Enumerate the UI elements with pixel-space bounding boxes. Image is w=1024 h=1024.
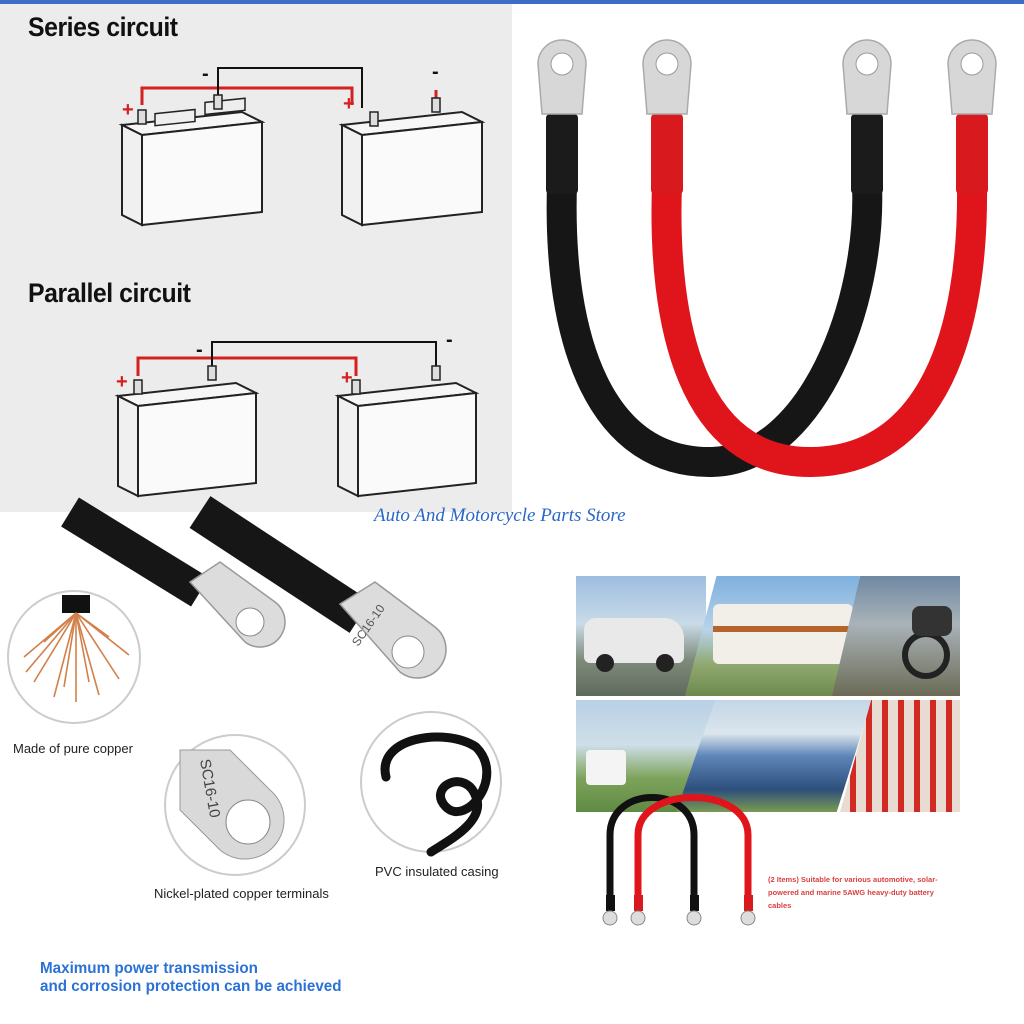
parallel-plus-left: + xyxy=(116,371,128,393)
pvc-casing-icon xyxy=(360,711,502,857)
series-plus-right: + xyxy=(343,93,355,115)
applications-note: (2 Items) Suitable for various automotiv… xyxy=(768,875,938,910)
black-sleeve-left xyxy=(546,114,578,194)
series-minus-left: - xyxy=(202,63,209,85)
parallel-battery-left xyxy=(114,365,260,498)
parallel-circuit-diagram: + - + - xyxy=(114,329,480,498)
series-circuit-title: Series circuit xyxy=(28,12,178,42)
series-minus-right: - xyxy=(432,61,439,83)
black-cable xyxy=(546,169,883,478)
series-battery-left xyxy=(118,94,266,227)
footer-line-1: Maximum power transmission xyxy=(40,960,258,977)
terminal-closeup-icon: SC16-10 xyxy=(164,734,306,876)
parallel-battery-right xyxy=(334,365,480,498)
copper-caption: Made of pure copper xyxy=(13,741,133,756)
parallel-minus-right: - xyxy=(446,329,453,351)
solar-panel-photo xyxy=(676,700,872,812)
footer-line-2: and corrosion protection can be achieved xyxy=(40,978,342,995)
series-circuit-diagram: + - + - xyxy=(118,61,486,227)
black-sleeve-right xyxy=(851,114,883,194)
copper-strands-icon xyxy=(7,590,141,724)
red-sleeve-left xyxy=(651,114,683,194)
series-black-wire xyxy=(217,67,363,95)
terminal-caption: Nickel-plated copper terminals xyxy=(154,886,329,901)
series-battery-right xyxy=(338,97,486,227)
cable-end-closeup: SC16-10 xyxy=(61,496,447,679)
top-accent-bar xyxy=(0,0,1024,4)
parallel-plus-right: + xyxy=(341,367,353,389)
lug-terminals xyxy=(537,39,997,115)
series-plus-left: + xyxy=(122,99,134,121)
parallel-minus-left: - xyxy=(196,339,203,361)
red-sleeve-right xyxy=(956,114,988,194)
casing-caption: PVC insulated casing xyxy=(375,864,499,879)
battery-cable-pair-image xyxy=(537,39,997,478)
suv-photo xyxy=(576,576,706,696)
red-cable xyxy=(651,169,988,478)
small-cable-pair xyxy=(602,794,756,926)
store-watermark: Auto And Motorcycle Parts Store xyxy=(374,505,626,526)
series-red-wire xyxy=(140,86,354,105)
rv-camper-photo xyxy=(685,576,860,696)
parallel-circuit-title: Parallel circuit xyxy=(28,278,191,308)
